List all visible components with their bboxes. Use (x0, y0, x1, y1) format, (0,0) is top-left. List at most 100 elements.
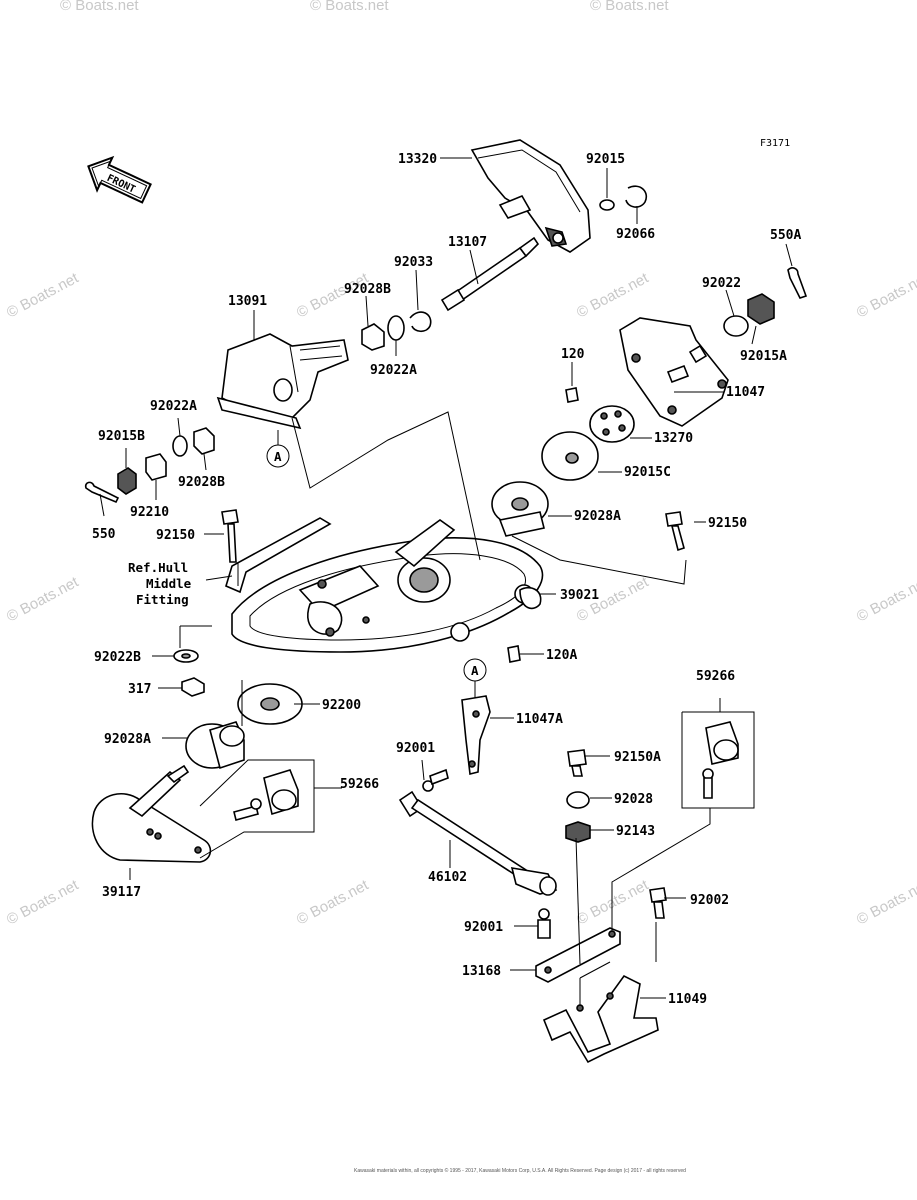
label-92001-lower: 92001 (464, 920, 503, 935)
part-317 (181, 677, 205, 697)
label-46102: 46102 (428, 870, 467, 885)
label-92150-right: 92150 (708, 516, 747, 531)
part-bracket (225, 517, 332, 594)
watermark: © Boats.net (854, 269, 917, 321)
watermark: © Boats.net (4, 876, 82, 928)
label-92022A: 92022A (370, 363, 417, 378)
part-13168 (535, 927, 621, 983)
label-92015: 92015 (586, 152, 625, 167)
label-92022: 92022 (702, 276, 741, 291)
label-13168: 13168 (462, 964, 501, 979)
label-11049: 11049 (668, 992, 707, 1007)
label-92015A: 92015A (740, 349, 787, 364)
label-13107: 13107 (448, 235, 487, 250)
label-39117: 39117 (102, 885, 141, 900)
label-550A: 550A (770, 228, 801, 243)
watermark: © Boats.net (310, 0, 389, 14)
part-92022 (723, 315, 749, 337)
watermark: © Boats.net (854, 573, 917, 625)
ref-note-line-3: Fitting (136, 592, 189, 607)
part-labels: 13320 92015 92066 13107 92033 550A 13091… (92, 152, 801, 1007)
ref-note-line-1: Ref.Hull (128, 560, 188, 575)
part-92143 (565, 821, 591, 843)
watermark: © Boats.net (4, 269, 82, 321)
label-92022A-left: 92022A (150, 399, 197, 414)
callout-a-top: A (266, 444, 290, 468)
part-46102 (398, 790, 558, 896)
part-39021 (519, 586, 542, 610)
label-13270: 13270 (654, 431, 693, 446)
part-13270 (589, 405, 635, 443)
label-92033: 92033 (394, 255, 433, 270)
part-92150-right (665, 511, 685, 552)
label-92143: 92143 (616, 824, 655, 839)
watermark: © Boats.net (590, 0, 669, 14)
label-92066: 92066 (616, 227, 655, 242)
label-92028A-right: 92028A (574, 509, 621, 524)
label-39021: 39021 (560, 588, 599, 603)
watermark: © Boats.net (854, 876, 917, 928)
part-120 (565, 387, 579, 403)
label-92028B-left: 92028B (178, 475, 225, 490)
watermark: © Boats.net (574, 876, 652, 928)
part-92028B (361, 323, 385, 351)
part-13091 (216, 333, 349, 430)
part-550 (84, 481, 120, 504)
label-92028A-left: 92028A (104, 732, 151, 747)
part-13320 (470, 139, 591, 253)
leader-lines (99, 157, 793, 1006)
part-92150-left (221, 509, 239, 563)
label-92150A: 92150A (614, 750, 661, 765)
label-92015C: 92015C (624, 465, 671, 480)
part-hull-fitting (231, 519, 544, 653)
hole (544, 966, 552, 974)
svg-text:A: A (274, 449, 282, 464)
part-92015A (747, 293, 775, 325)
part-39117 (91, 764, 212, 863)
label-11047: 11047 (726, 385, 765, 400)
part-92015 (599, 199, 615, 211)
label-59266-left: 59266 (340, 777, 379, 792)
label-59266-right: 59266 (696, 669, 735, 684)
part-11047A (461, 695, 491, 775)
part-550A (787, 267, 808, 299)
watermark: © Boats.net (574, 269, 652, 321)
part-drawings (84, 139, 808, 1064)
label-13320: 13320 (398, 152, 437, 167)
ref-note: Ref.Hull Middle Fitting (128, 560, 192, 607)
label-550: 550 (92, 527, 116, 542)
label-120A: 120A (546, 648, 577, 663)
part-92028B-left (193, 427, 215, 455)
part-92001-lower (537, 908, 551, 939)
label-11047A: 11047A (516, 712, 563, 727)
part-59266-left (233, 769, 299, 821)
part-120A (507, 645, 521, 663)
callout-a-mid: A (463, 658, 487, 682)
front-arrow-icon: FRONT (87, 155, 152, 204)
figure-id: F3171 (760, 138, 790, 149)
part-92001-upper (422, 768, 449, 792)
part-92028A-left (185, 721, 245, 770)
watermark: © Boats.net (294, 876, 372, 928)
part-11047 (619, 317, 729, 427)
svg-text:A: A (471, 663, 479, 678)
label-92015B: 92015B (98, 429, 145, 444)
watermark: © Boats.net (4, 573, 82, 625)
watermark: © Boats.net (60, 0, 139, 14)
part-13107 (440, 236, 540, 312)
part-92002 (649, 887, 667, 919)
part-92210 (145, 453, 167, 481)
label-92028: 92028 (614, 792, 653, 807)
label-92028B: 92028B (344, 282, 391, 297)
label-92150-left: 92150 (156, 528, 195, 543)
label-13091: 13091 (228, 294, 267, 309)
part-92150A (567, 749, 587, 777)
label-92002: 92002 (690, 893, 729, 908)
label-120: 120 (561, 347, 585, 362)
label-92210: 92210 (130, 505, 169, 520)
part-92066 (625, 185, 647, 208)
part-92028 (566, 791, 590, 809)
part-59266-right (702, 721, 739, 799)
part-92028A-right (491, 481, 549, 537)
